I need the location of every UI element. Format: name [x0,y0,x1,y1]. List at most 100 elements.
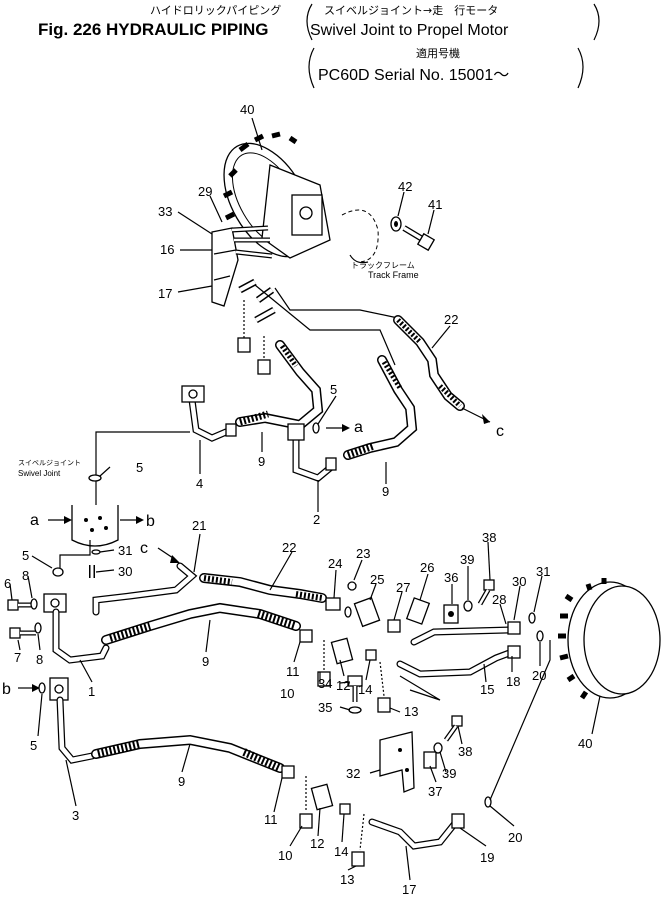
track-frame-jp: トラックフレーム [351,261,415,270]
guide-line-1 [254,284,396,366]
callout-30-left: 30 [118,564,132,579]
callout-9-upper-right: 9 [382,484,389,499]
adapter-part-11-b [281,765,295,779]
callout-12-lower: 12 [310,836,324,851]
serial-en: PC60D Serial No. 15001～ [318,67,509,84]
pipe-part-17-lower [368,818,460,850]
o-ring-part-5-left [52,567,64,577]
callout-29: 29 [198,184,212,199]
callout-13-upper: 13 [404,704,418,719]
callout-40-upper: 40 [240,102,254,117]
tee-part-26 [405,597,431,625]
chain-part-13-a [379,661,385,697]
callout-leaders [9,117,601,881]
upper-cap-plugs [237,278,276,375]
callout-25: 25 [370,572,384,587]
tee-part-25 [353,596,381,628]
arrow-b-swivel-label: b [146,513,155,530]
adapter-part-27 [387,619,401,633]
arrow-a-swivel-label: a [30,512,39,529]
callout-37: 37 [428,784,442,799]
flange-pipe-part-1 [43,593,110,664]
washer-part-42 [390,216,402,232]
flange-pipe-part-3 [49,677,96,764]
cap-part-10-a [317,671,331,687]
callout-9-middle: 9 [202,654,209,669]
callout-17-upper: 17 [158,286,172,301]
callout-8-lower: 8 [36,652,43,667]
o-ring-part-23b [344,606,352,618]
callout-31-left: 31 [118,543,132,558]
arrow-b-swivel-head [136,516,144,524]
callout-19: 19 [480,850,494,865]
guide-line-lower [489,640,551,801]
callout-11-upper: 11 [286,664,300,679]
hose-part-9-middle [101,602,301,645]
pipe-part-28 [410,626,514,646]
hose-part-22-middle [199,573,327,603]
arrow-c-upper-head [482,414,490,424]
pipe-part-21 [92,562,198,616]
callout-17-lower: 17 [402,882,416,897]
subtitle-jp: スイベルジョイント→走 行モータ [324,4,498,17]
guide-line-mid [399,675,441,701]
callout-8-upper: 8 [22,568,29,583]
bolt-part-6 [7,599,34,611]
callout-31-right: 31 [536,564,550,579]
callout-27: 27 [396,580,410,595]
washer-part-35 [348,706,362,714]
bolt-part-41 [402,225,436,252]
swivel-joint-jp: スイベルジョイント [18,459,81,467]
arrow-b-lower-label: b [2,681,11,698]
arrow-a-upper-label: a [354,419,363,436]
callout-6: 6 [4,576,11,591]
bracket-part-32 [379,731,415,793]
callout-35: 35 [318,700,332,715]
callout-40-lower: 40 [578,736,592,751]
arrow-c-mid-head [170,555,180,563]
adapter-part-11-a [299,629,313,643]
callout-39-lower: 39 [442,766,456,781]
callout-2: 2 [313,512,320,527]
callout-21: 21 [192,518,206,533]
callout-34: 34 [318,676,332,691]
propel-motor-lower [558,578,661,700]
bolt-part-34 [347,675,363,702]
callout-22-upper: 22 [444,312,458,327]
o-ring-part-5-upper [312,422,320,434]
callout-10-upper: 10 [280,686,294,701]
o-ring-part-20-b [484,796,492,808]
hose-part-9-upper-right [343,355,418,460]
callout-18: 18 [506,674,520,689]
fitting-part-19 [451,813,465,829]
callout-14-lower: 14 [334,844,348,859]
washer-part-8-b [34,622,42,634]
callout-11-lower: 11 [264,812,278,827]
callout-13-lower: 13 [340,872,354,887]
washer-part-39-a [463,600,473,612]
subtitle-en: Swivel Joint to Propel Motor [310,22,509,39]
callout-30-right: 30 [512,574,526,589]
callout-20-upper: 20 [532,668,546,683]
callout-numbers: 40 42 41 29 33 16 17 22 5 4 9 9 2 5 21 2… [4,102,592,897]
callout-38-upper: 38 [482,530,496,545]
callout-42: 42 [398,179,412,194]
o-ring-part-5-swivel [88,474,102,482]
subtitle-paren-left [306,3,313,41]
serial-jp: 適用号機 [416,46,460,60]
cap-part-13-a [377,697,391,713]
adapter-part-14-a [365,649,377,661]
title-jp: ハイドロリックパイピング [150,3,281,17]
bolt-part-38-a [477,579,495,606]
arrow-c-upper-label: c [496,423,504,440]
swivel-guide-line-2 [59,540,91,568]
cap-part-23 [347,581,357,591]
callout-5-swivel: 5 [136,460,143,475]
callout-16: 16 [160,242,174,257]
plug-part-12-b [310,783,334,811]
callout-15: 15 [480,682,494,697]
elbow-part-2 [287,423,337,482]
callout-4: 4 [196,476,203,491]
adapter-part-14-b [339,803,351,815]
